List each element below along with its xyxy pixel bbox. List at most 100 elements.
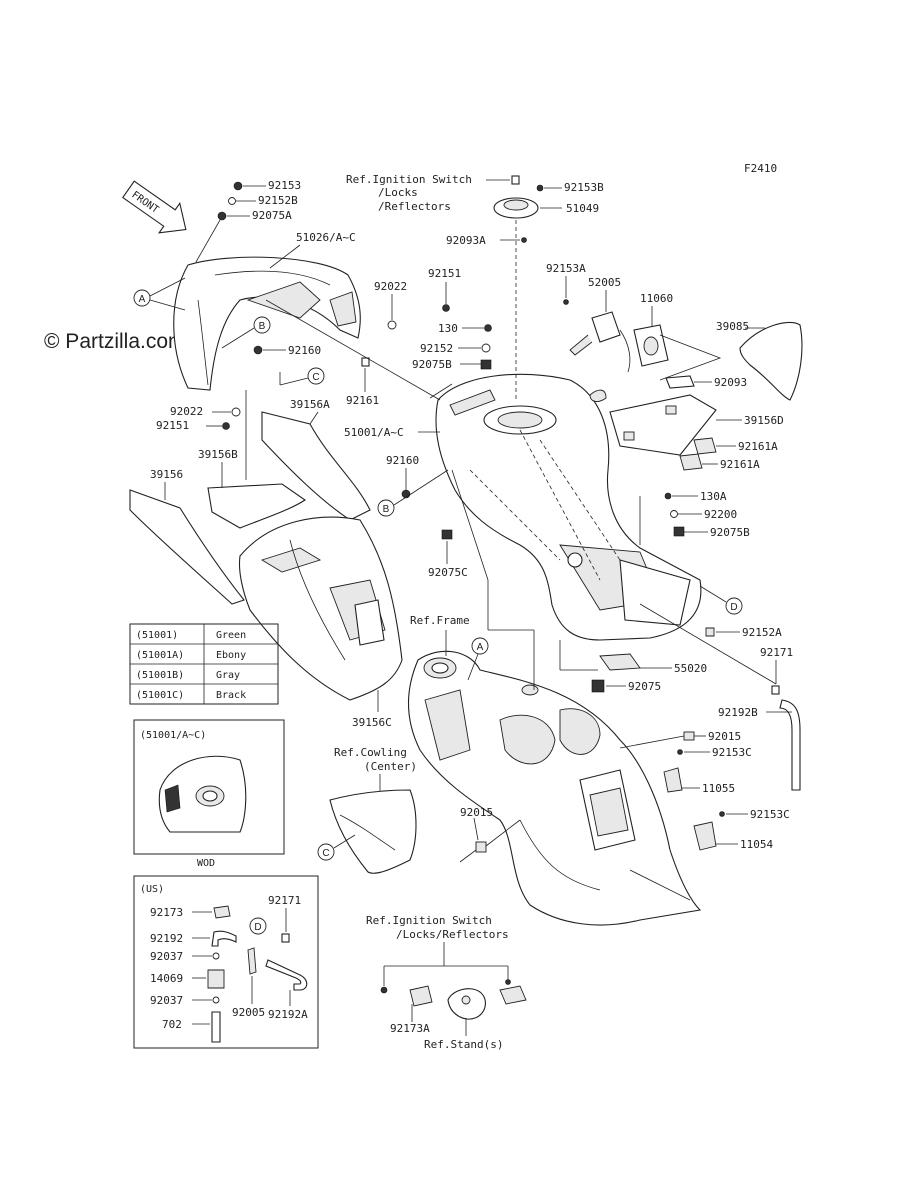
- label-92153C-a: 92153C: [712, 746, 752, 759]
- label-92161: 92161: [346, 394, 379, 407]
- ref-ignition-top-line3: /Reflectors: [378, 200, 451, 213]
- label-39156C: 39156C: [352, 716, 392, 729]
- cowling-center: [329, 789, 417, 874]
- svg-text:A: A: [139, 294, 146, 305]
- color-code-2: (51001B): [136, 670, 184, 681]
- us-label-92037-a: 92037: [150, 950, 183, 963]
- bolt-92151-b: [222, 422, 230, 430]
- label-92153C-b: 92153C: [750, 808, 790, 821]
- label-11055: 11055: [702, 782, 735, 795]
- callout-C-2: C: [317, 834, 356, 861]
- bushing-92015-a: [683, 731, 695, 741]
- ref-cowling-line2: (Center): [364, 760, 417, 773]
- us-box-title: (US): [140, 884, 164, 895]
- label-92152A: 92152A: [742, 626, 782, 639]
- color-name-1: Ebony: [216, 650, 246, 661]
- bracket-11055: [663, 767, 683, 793]
- label-92200: 92200: [704, 508, 737, 521]
- hose-92192B: [779, 699, 801, 791]
- label-92075A: 92075A: [252, 209, 292, 222]
- label-92152: 92152: [420, 342, 453, 355]
- callout-B-2: B: [377, 469, 449, 517]
- canister-14069: [207, 969, 225, 989]
- svg-text:A: A: [477, 642, 484, 653]
- bolt-92153C-b: [719, 811, 725, 817]
- label-92153: 92153: [268, 179, 301, 192]
- ref-cowling-line1: Ref.Cowling: [334, 746, 407, 759]
- clamp-92037-a: [212, 952, 220, 960]
- color-name-2: Gray: [216, 670, 240, 681]
- pad-39156A: [261, 411, 371, 521]
- damper-92075C: [441, 529, 453, 540]
- color-code-0: (51001): [136, 630, 178, 641]
- color-code-3: (51001C): [136, 690, 184, 701]
- label-92075: 92075: [628, 680, 661, 693]
- label-51026: 51026/A~C: [296, 231, 356, 244]
- color-name-3: Brack: [216, 690, 246, 701]
- pad-92161A-b: [679, 453, 703, 471]
- label-92160-a: 92160: [288, 344, 321, 357]
- clamp-92037-b: [212, 996, 220, 1004]
- callout-A-1: A: [133, 277, 186, 311]
- pad-39156B: [207, 483, 306, 529]
- figure-code: F2410: [744, 162, 777, 175]
- ref-stands: Ref.Stand(s): [424, 1038, 503, 1051]
- us-label-92171: 92171: [268, 894, 301, 907]
- svg-text:C: C: [322, 848, 329, 859]
- label-52005: 52005: [588, 276, 621, 289]
- pad-92161: [361, 357, 370, 367]
- label-92161A-a: 92161A: [738, 440, 778, 453]
- label-11060: 11060: [640, 292, 673, 305]
- callout-B-1: B: [221, 316, 271, 349]
- ref-ignition-top-line1: Ref.Ignition Switch: [346, 173, 472, 186]
- svg-text:D: D: [254, 922, 261, 933]
- washer-92022-a: [387, 320, 397, 330]
- label-39085: 39085: [716, 320, 749, 333]
- us-callout-D: D: [249, 917, 267, 935]
- watermark: © Partzilla.com: [44, 330, 186, 353]
- ref-frame: Ref.Frame: [410, 614, 470, 627]
- label-11054: 11054: [740, 838, 773, 851]
- pad-92093: [665, 375, 695, 389]
- label-130A: 130A: [700, 490, 727, 503]
- label-39156A: 39156A: [290, 398, 330, 411]
- us-label-702: 702: [162, 1018, 182, 1031]
- cover-39085: [739, 321, 803, 401]
- color-code-1: (51001A): [136, 650, 184, 661]
- label-92151-b: 92151: [156, 419, 189, 432]
- label-92171: 92171: [760, 646, 793, 659]
- bolt-92153B: [536, 184, 544, 192]
- label-51001: 51001/A~C: [344, 426, 404, 439]
- seat-cowl-51026: [173, 256, 361, 391]
- callout-A-2: A: [467, 637, 489, 681]
- label-39156B: 39156B: [198, 448, 238, 461]
- us-label-92173: 92173: [150, 906, 183, 919]
- label-92153B: 92153B: [564, 181, 604, 194]
- fuel-pump-52005: [569, 311, 631, 402]
- us-box: (US) 92173 92192 92037 14069 92037 702 9…: [133, 875, 319, 1049]
- label-92015-a: 92015: [708, 730, 741, 743]
- damper-92075: [591, 679, 605, 693]
- gasket-11060: [633, 324, 669, 367]
- collar-92200: [670, 510, 678, 518]
- ref-ignition-bottom-line2: /Locks/Reflectors: [396, 928, 509, 941]
- filler-cap-51049: [493, 175, 539, 400]
- pad-55020: [599, 653, 641, 671]
- ref-ignition-bottom-line1: Ref.Ignition Switch: [366, 914, 492, 927]
- collar-92152: [481, 343, 491, 353]
- callout-C-1: C: [279, 367, 325, 386]
- grommet-92160-a: [253, 345, 263, 355]
- us-label-92037-b: 92037: [150, 994, 183, 1007]
- bolt-92153A: [563, 299, 569, 305]
- color-table: (51001) Green (51001A) Ebony (51001B) Gr…: [129, 623, 279, 705]
- label-92161A-b: 92161A: [720, 458, 760, 471]
- pad-92161A-a: [693, 437, 717, 455]
- inset-tank-box: (51001/A~C) WOD: [133, 719, 285, 869]
- front-arrow-icon: [122, 180, 187, 234]
- bolt-92153C-a: [677, 749, 683, 755]
- us-label-92192A: 92192A: [268, 1008, 308, 1021]
- ref-ignition-top-line2: /Locks: [378, 186, 418, 199]
- hose-92192: [211, 930, 237, 947]
- callout-D-1: D: [699, 585, 743, 615]
- svg-text:B: B: [259, 321, 266, 332]
